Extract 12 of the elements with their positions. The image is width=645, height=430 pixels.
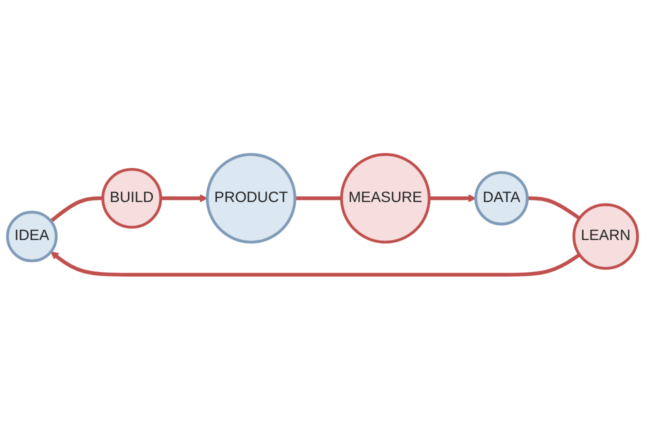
connector [527,196,581,220]
node-circle: IDEA [6,211,58,263]
connector [294,196,342,201]
connector [50,196,103,224]
node-circle: PRODUCT [206,153,296,244]
arrow [160,194,208,203]
node-circle: LEARN [572,204,639,270]
arrow [429,194,476,203]
node-circle: DATA [474,172,529,226]
node-circle: MEASURE [340,153,431,244]
arrow [50,252,581,277]
node-circle: BUILD [101,168,162,230]
